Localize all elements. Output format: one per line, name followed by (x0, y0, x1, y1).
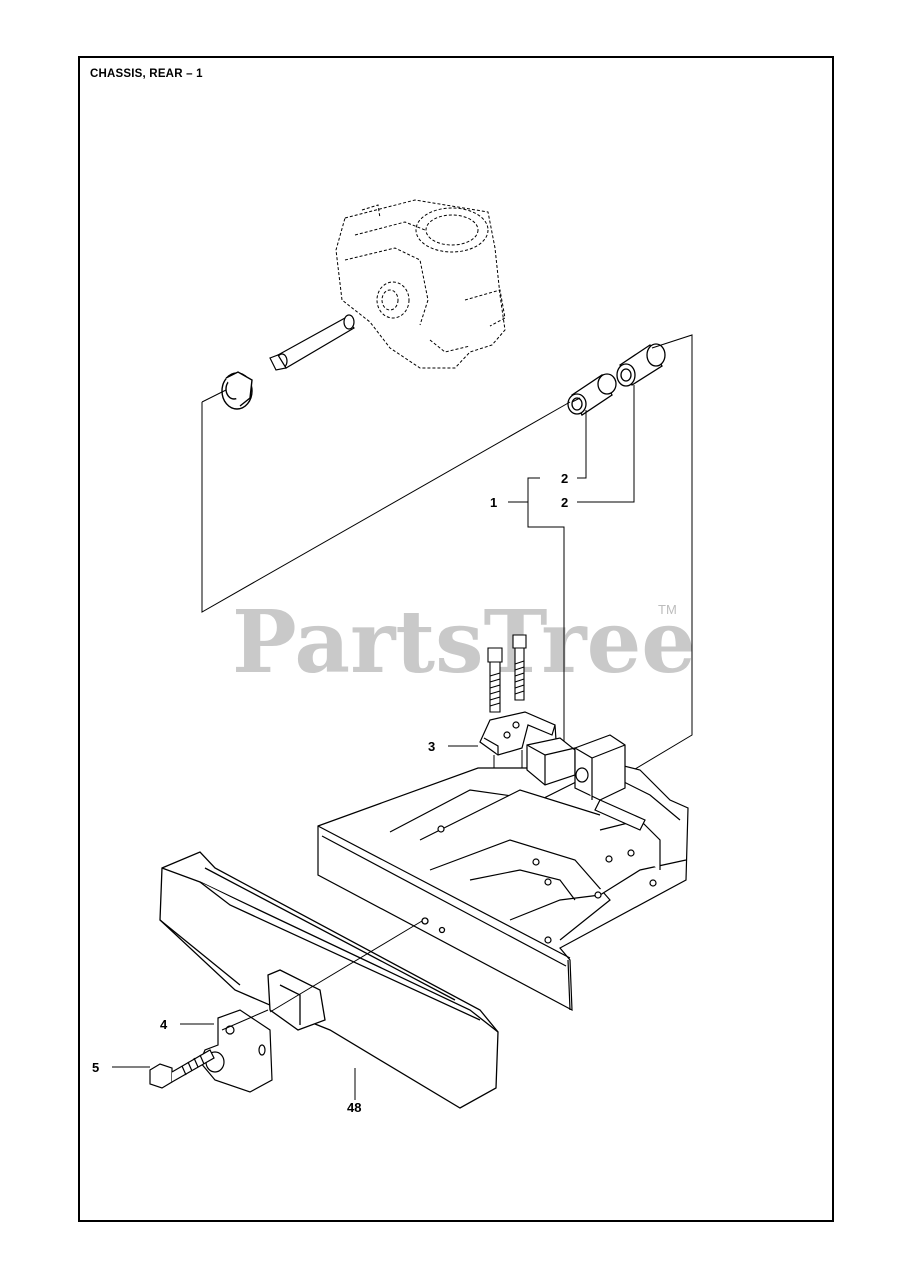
washer (221, 371, 253, 410)
callout-2-upper: 2 (561, 471, 568, 486)
reference-lines (201, 334, 693, 791)
rear-bumper (159, 851, 499, 1109)
hitch-bolt (149, 1049, 215, 1089)
diagram-frame (78, 56, 834, 1222)
callout-48: 48 (347, 1100, 361, 1115)
watermark-trademark: TM (658, 602, 677, 617)
watermark-text: PartsTree (232, 592, 696, 693)
leader-lines (112, 745, 478, 1100)
hitch-bracket (479, 711, 557, 756)
callout-5: 5 (92, 1060, 99, 1075)
callout-4: 4 (160, 1017, 168, 1032)
hitch-plate (199, 1009, 273, 1093)
transmission-phantom (335, 199, 506, 369)
bushing-right (616, 343, 666, 387)
rear-chassis-frame (317, 734, 689, 1012)
callout-2-lower: 2 (561, 495, 568, 510)
callout-1: 1 (490, 495, 497, 510)
callout-3: 3 (428, 739, 435, 754)
bushing-left (567, 373, 617, 416)
bumper-guide-line (269, 920, 423, 1013)
axle-shaft (269, 314, 355, 371)
page-title: CHASSIS, REAR – 1 (90, 68, 203, 80)
bolt-pair (487, 634, 527, 713)
